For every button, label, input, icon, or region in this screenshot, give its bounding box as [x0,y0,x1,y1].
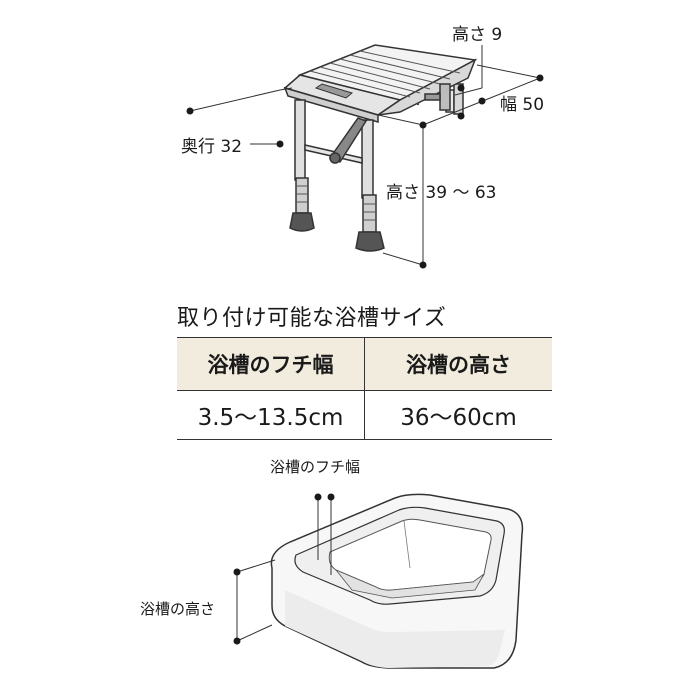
seat-height-top-dot [457,84,465,92]
table-header-row: 浴槽のフチ幅 浴槽の高さ [177,337,552,391]
header-rim-width: 浴槽のフチ幅 [177,337,365,391]
leg-top-dot [419,121,427,129]
stool-left-leg [289,99,315,232]
depth-end-dot [186,107,194,115]
rim-left-dot [314,493,322,501]
header-tub-height: 浴槽の高さ [364,337,552,391]
seat-height-bottom-dot [457,112,465,120]
rim-right-dot [327,493,335,501]
tub-height-label: 浴槽の高さ [140,600,215,618]
tub-height-bottom-dot [233,637,241,645]
rim-width-label: 浴槽のフチ幅 [270,458,360,476]
tub-dimension-dots [233,493,335,645]
depth-mid-dot [276,140,284,148]
tub-height-top-dot [233,568,241,576]
table-title: 取り付け可能な浴槽サイズ [177,306,447,331]
stool-clamp [424,83,451,111]
leg-height-label: 高さ 39 ～ 63 [386,183,496,203]
leg-bottom-dot [419,261,427,269]
tub-front-face [285,590,505,668]
bathtub-illustration [270,493,524,669]
table-row: 3.5～13.5cm 36～60cm [177,390,552,440]
width-end-dot [536,74,544,82]
cell-rim-width: 3.5～13.5cm [177,390,365,440]
tub-size-table: 浴槽のフチ幅 浴槽の高さ 3.5～13.5cm 36～60cm [177,337,552,440]
width-mid-dot [478,97,486,105]
stool-crossbar [304,117,368,164]
tub-dimension-lines [236,497,332,642]
seat-height-label: 高さ 9 [452,25,502,45]
stool-right-leg [355,119,385,252]
dimension-dots [186,74,544,269]
stool-seat [283,44,478,123]
width-label: 幅 50 [500,95,544,115]
cell-tub-height: 36～60cm [364,390,552,440]
depth-label: 奥行 32 [181,137,242,157]
